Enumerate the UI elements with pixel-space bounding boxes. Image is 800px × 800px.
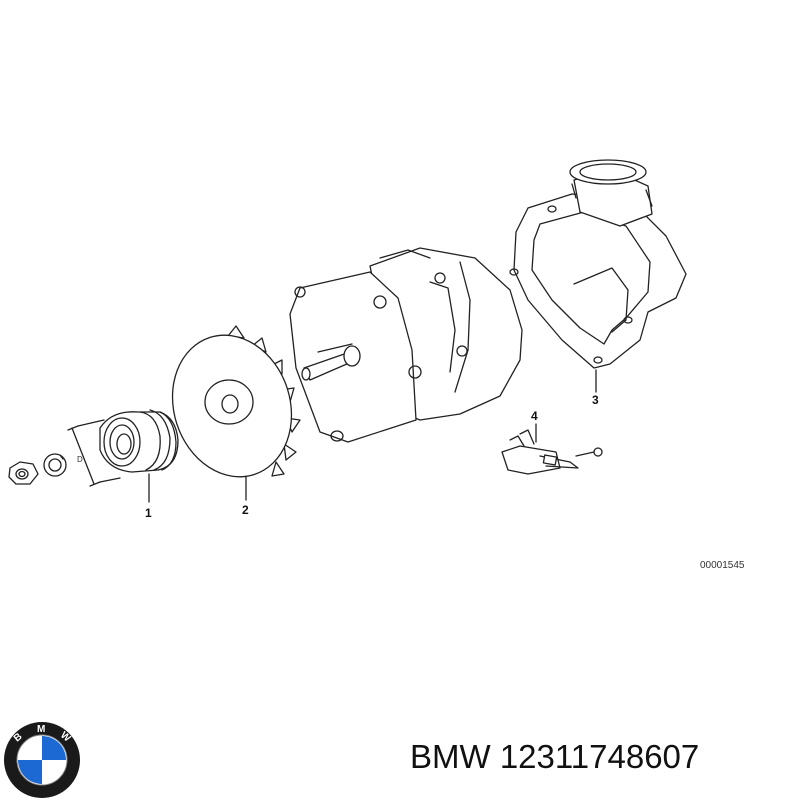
air-duct-part-3 xyxy=(509,159,687,393)
regulator-part-4 xyxy=(501,423,603,475)
dimension-d xyxy=(67,419,121,487)
lock-washer xyxy=(43,453,67,477)
callout-1: 1 xyxy=(145,506,152,520)
hex-nut xyxy=(8,461,39,485)
dimension-label: D xyxy=(77,455,83,464)
part-number-caption: BMW 12311748607 xyxy=(410,738,700,775)
callout-4: 4 xyxy=(531,409,538,423)
callout-3: 3 xyxy=(592,393,599,407)
logo-letter-m: M xyxy=(37,724,46,735)
bmw-logo: B M W xyxy=(4,722,80,798)
fan-part-2 xyxy=(171,325,301,501)
pulley-part-1 xyxy=(99,409,179,503)
alternator-housing xyxy=(289,247,523,443)
diagram-reference-code: 00001545 xyxy=(700,560,745,571)
callout-2: 2 xyxy=(242,503,249,517)
